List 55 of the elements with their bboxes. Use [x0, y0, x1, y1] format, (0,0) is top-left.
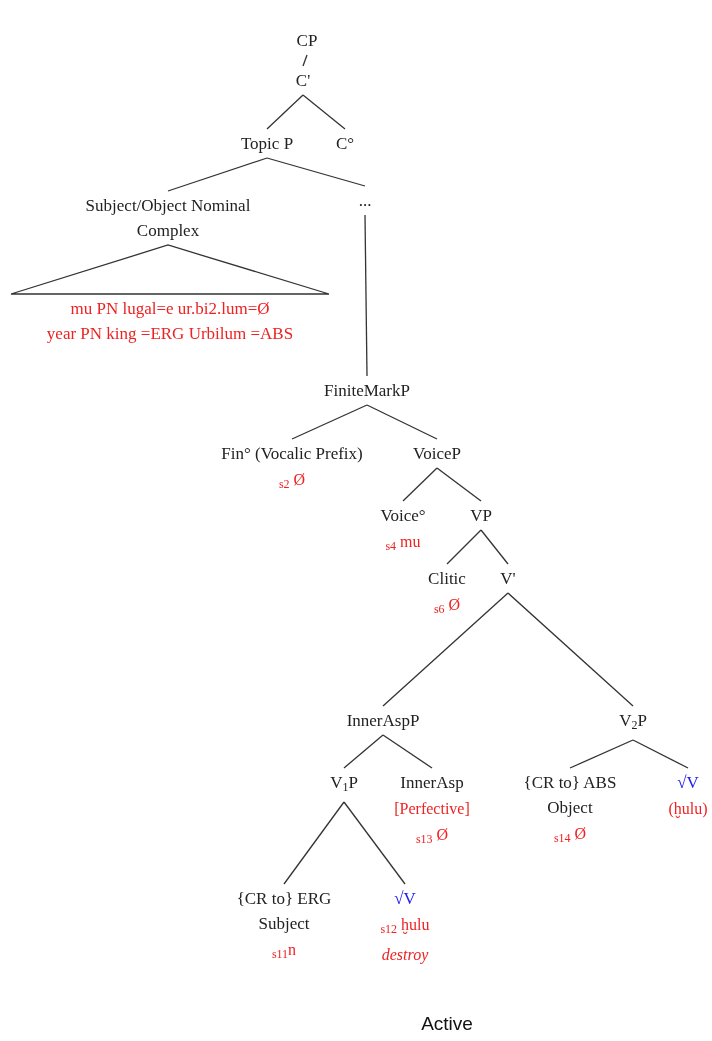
tree-branch [283, 801, 345, 885]
node-label: VP [470, 505, 492, 527]
node-label: VoiceP [413, 443, 461, 465]
tree-branch [436, 467, 482, 502]
node-label: V$_{1}$P [330, 772, 358, 796]
tree-branch [167, 157, 268, 192]
tree-branch [266, 94, 304, 130]
tree-branch [569, 739, 634, 769]
gloss-text: mu PN lugal=e ur.bi2.lum=Ø [69, 298, 271, 320]
node-label: InnerAsp [400, 772, 464, 794]
node-label: V' [500, 568, 516, 590]
annotation-text: $_{s12}$ ḫulu [380, 915, 430, 938]
tree-branch [446, 529, 482, 565]
tree-branch [366, 404, 438, 440]
node-label: Clitic [428, 568, 466, 590]
tree-branch [302, 54, 308, 67]
tree-branch [364, 214, 368, 377]
annotation-text: [Perfective] [394, 799, 470, 819]
tree-branch [632, 739, 689, 769]
node-label: √V [394, 888, 416, 910]
node-label: V$_{2}$P [619, 710, 647, 734]
node-label: C° [335, 133, 355, 155]
node-label: ... [358, 190, 372, 212]
node-label: FiniteMarkP [324, 380, 410, 402]
tree-branch [291, 404, 368, 440]
tree-branch [480, 529, 509, 565]
node-label: Subject/Object Nominal Complex [84, 195, 252, 242]
annotation-text: $_{s11}$n [271, 940, 297, 963]
annotation-text: $_{s4}$ mu [385, 532, 421, 555]
caption: Active [421, 1013, 473, 1035]
annotation-text: (ḫulu) [668, 799, 708, 820]
tree-branch [343, 734, 384, 769]
node-label: {CR to} ABS Object [522, 772, 618, 819]
annotation-text: $_{s13}$ Ø [415, 825, 449, 848]
annotation-text: $_{s2}$ Ø [278, 470, 306, 493]
tree-branch [266, 157, 366, 187]
node-label: Topic P [240, 133, 294, 155]
annotation-text: destroy [381, 945, 429, 966]
tree-branch [382, 734, 433, 769]
tree-branch [507, 592, 634, 707]
node-label: {CR to} ERG Subject [235, 888, 333, 935]
node-label: √V [677, 772, 699, 794]
node-label: C' [295, 70, 311, 92]
gloss-text: year PN king =ERG Urbilum =ABS [45, 323, 295, 345]
node-label: CP [296, 30, 318, 52]
node-label: Voice° [380, 505, 426, 527]
node-label: Fin° (Vocalic Prefix) [221, 443, 363, 465]
triangle-branch [10, 244, 330, 295]
tree-branch [402, 467, 438, 502]
annotation-text: $_{s6}$ Ø [433, 595, 461, 618]
tree-branch [343, 801, 406, 885]
annotation-text: $_{s14}$ Ø [553, 824, 587, 847]
tree-branch [382, 592, 509, 707]
tree-branch [302, 94, 346, 130]
node-label: InnerAspP [346, 710, 420, 732]
